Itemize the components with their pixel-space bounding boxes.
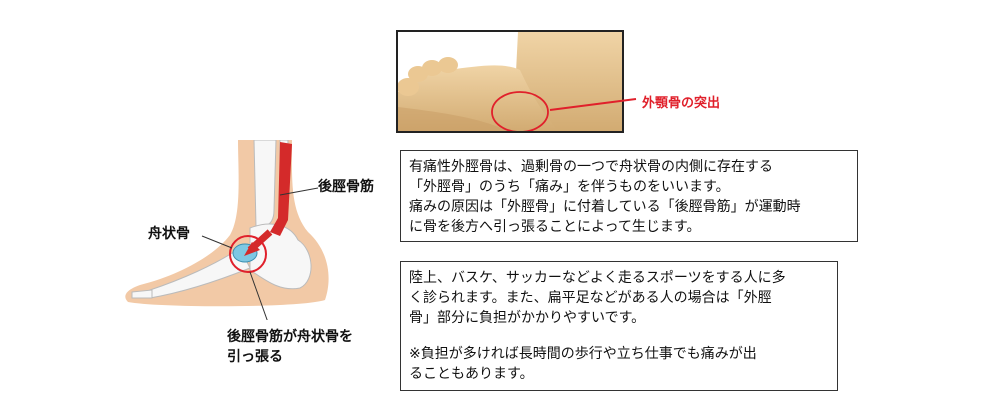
pull-arrow-head — [244, 242, 260, 256]
pull-label-line2: 引っ張る — [227, 349, 283, 365]
note-line: ※負担が多ければ長時間の歩行や立ち仕事でも痛みが出 — [409, 346, 757, 362]
incidence-line: く診られます。また、扁平足などがある人の場合は「外脛 — [409, 290, 772, 306]
toe-bones — [131, 289, 153, 299]
tendon-label: 後脛骨筋 — [318, 179, 374, 195]
tendon-leader-line — [279, 187, 319, 196]
tibia-bone — [253, 140, 277, 227]
navicular-circle — [229, 235, 267, 273]
description-box: 有痛性外脛骨は、過剰骨の一つで舟状骨の内側に存在する 「外脛骨」のうち「痛み」を… — [400, 150, 858, 242]
incidence-line: 骨」部分に負担がかかりやすいです。 — [409, 310, 646, 326]
description-line: 有痛性外脛骨は、過剰骨の一つで舟状骨の内側に存在する — [409, 159, 773, 175]
foot-photo — [396, 30, 624, 133]
foot-photo-image — [398, 32, 622, 131]
navicular-highlight-circle — [491, 91, 549, 131]
incidence-note: ※負担が多ければ長時間の歩行や立ち仕事でも痛みが出 ることもあります。 — [409, 344, 829, 384]
posterior-tibial-muscle — [270, 142, 292, 236]
note-line: ることもあります。 — [409, 366, 534, 382]
metatarsal-bones — [149, 247, 251, 299]
navicular-leader-line — [201, 235, 233, 249]
pull-label-line1: 後脛骨筋が舟状骨を — [227, 329, 353, 345]
description-line: に骨を後方へ引っ張ることによって生じます。 — [409, 219, 701, 235]
incidence-line: 陸上、バスケ、サッカーなどよく走るスポーツをする人に多 — [409, 270, 786, 286]
prominence-label: 外顎骨の突出 — [642, 96, 721, 111]
navicular-label: 舟状骨 — [148, 226, 190, 242]
description-line: 「外脛骨」のうち「痛み」を伴うものをいいます。 — [409, 179, 730, 195]
pull-leader-line — [249, 271, 268, 320]
pull-label: 後脛骨筋が舟状骨を 引っ張る — [227, 327, 353, 367]
description-line: 痛みの原因は「外脛骨」に付着している「後脛骨筋」が運動時 — [409, 199, 801, 215]
foot-anatomy-diagram — [125, 140, 329, 320]
incidence-box: 陸上、バスケ、サッカーなどよく走るスポーツをする人に多 く診られます。また、扁平… — [400, 261, 838, 391]
